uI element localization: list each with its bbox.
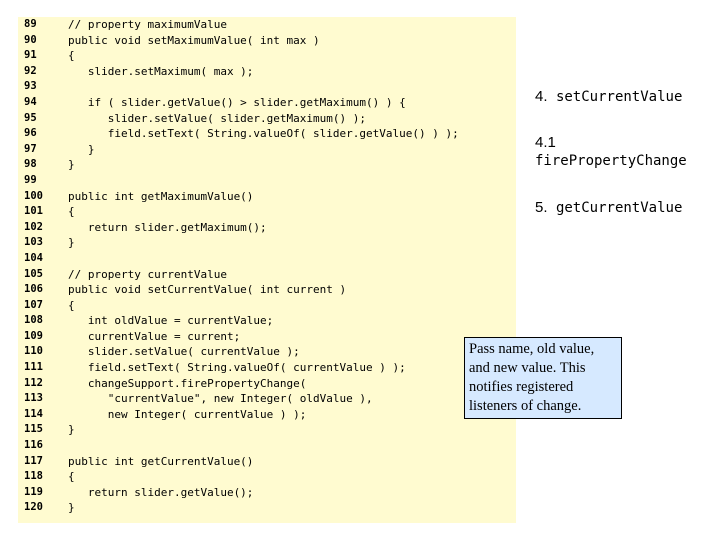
line-number: 90 — [24, 33, 37, 46]
callout-text: setCurrentValue — [555, 89, 683, 105]
line-number: 115 — [24, 423, 43, 436]
line-number: 94 — [24, 95, 37, 108]
code-line: currentValue = current; — [68, 329, 241, 343]
line-number: 117 — [24, 454, 43, 467]
code-line: return slider.getValue(); — [68, 485, 254, 499]
line-number: 95 — [24, 111, 37, 124]
callout-fire-property-change: 4.1 firePropertyChange — [535, 134, 687, 169]
line-number: 108 — [24, 314, 43, 327]
code-line: int oldValue = currentValue; — [68, 314, 274, 328]
code-line: // property currentValue — [68, 267, 227, 281]
line-number: 114 — [24, 407, 43, 420]
line-number: 107 — [24, 298, 43, 311]
code-line: } — [68, 501, 75, 515]
callout-number: 5. — [535, 199, 548, 216]
callout-text: getCurrentValue — [555, 200, 683, 216]
code-line: slider.setMaximum( max ); — [68, 64, 254, 78]
line-number: 89 — [24, 18, 37, 30]
line-number: 113 — [24, 392, 43, 405]
note-line: listeners of change. — [469, 398, 582, 414]
code-line: { — [68, 298, 75, 312]
line-number: 109 — [24, 329, 43, 342]
code-line: } — [68, 236, 75, 250]
line-number: 111 — [24, 361, 43, 374]
line-number: 120 — [24, 501, 43, 514]
line-number: 116 — [24, 439, 43, 452]
code-line: slider.setValue( slider.getMaximum() ); — [68, 111, 367, 125]
code-line: "currentValue", new Integer( oldValue ), — [68, 392, 373, 406]
note-line: notifies registered — [469, 379, 574, 395]
code-line: return slider.getMaximum(); — [68, 220, 267, 234]
line-number: 96 — [24, 127, 37, 140]
code-line: public void setMaximumValue( int max ) — [68, 33, 320, 47]
code-line: public int getCurrentValue() — [68, 454, 254, 468]
code-line — [68, 173, 516, 189]
note-line: Pass name, old value, — [469, 341, 595, 357]
code-line: new Integer( currentValue ) ); — [68, 407, 307, 421]
code-line: { — [68, 470, 75, 484]
code-listing: // property maximumValue public void setM… — [68, 17, 516, 516]
code-line: // property maximumValue — [68, 18, 227, 31]
line-number-gutter: 89 90 91 92 93 94 95 96 97 98 99 100 101 102 103 104 105… — [18, 17, 64, 516]
line-number: 105 — [24, 267, 43, 280]
line-number: 102 — [24, 220, 43, 233]
line-number: 97 — [24, 142, 37, 155]
line-number: 93 — [24, 80, 37, 93]
line-number: 103 — [24, 236, 43, 249]
code-panel: 89 90 91 92 93 94 95 96 97 98 99 100 101 102 103 104 105… — [18, 17, 516, 523]
note-line: and new value. This — [469, 360, 586, 376]
callout-text: firePropertyChange — [535, 153, 687, 169]
line-number: 118 — [24, 470, 43, 483]
line-number: 110 — [24, 345, 43, 358]
code-line: slider.setValue( currentValue ); — [68, 345, 300, 359]
code-line: changeSupport.firePropertyChange( — [68, 376, 307, 390]
callout-number: 4.1 — [535, 134, 556, 151]
code-line: } — [68, 423, 75, 437]
code-line — [68, 438, 516, 454]
code-line: public int getMaximumValue() — [68, 189, 254, 203]
code-line — [68, 251, 516, 267]
code-line: if ( slider.getValue() > slider.getMaxim… — [68, 95, 406, 109]
line-number: 101 — [24, 205, 43, 218]
line-number: 119 — [24, 485, 43, 498]
callout-get-current-value: 5. getCurrentValue — [535, 199, 682, 216]
callout-number: 4. — [535, 88, 548, 105]
code-line: field.setText( String.valueOf( currentVa… — [68, 361, 406, 375]
line-number: 98 — [24, 158, 37, 171]
line-number: 91 — [24, 49, 37, 62]
line-number: 106 — [24, 283, 43, 296]
line-number: 104 — [24, 251, 43, 264]
line-number: 100 — [24, 189, 43, 202]
callout-set-current-value: 4. setCurrentValue — [535, 88, 682, 105]
line-number: 112 — [24, 376, 43, 389]
code-line — [68, 79, 516, 95]
line-number: 92 — [24, 64, 37, 77]
code-line: { — [68, 205, 75, 219]
annotation-note: Pass name, old value, and new value. Thi… — [464, 337, 622, 419]
line-number: 99 — [24, 173, 37, 186]
code-line: } — [68, 142, 95, 156]
code-line: public void setCurrentValue( int current… — [68, 283, 347, 297]
code-line: field.setText( String.valueOf( slider.ge… — [68, 127, 459, 141]
code-line: { — [68, 49, 75, 63]
code-line: } — [68, 158, 75, 172]
